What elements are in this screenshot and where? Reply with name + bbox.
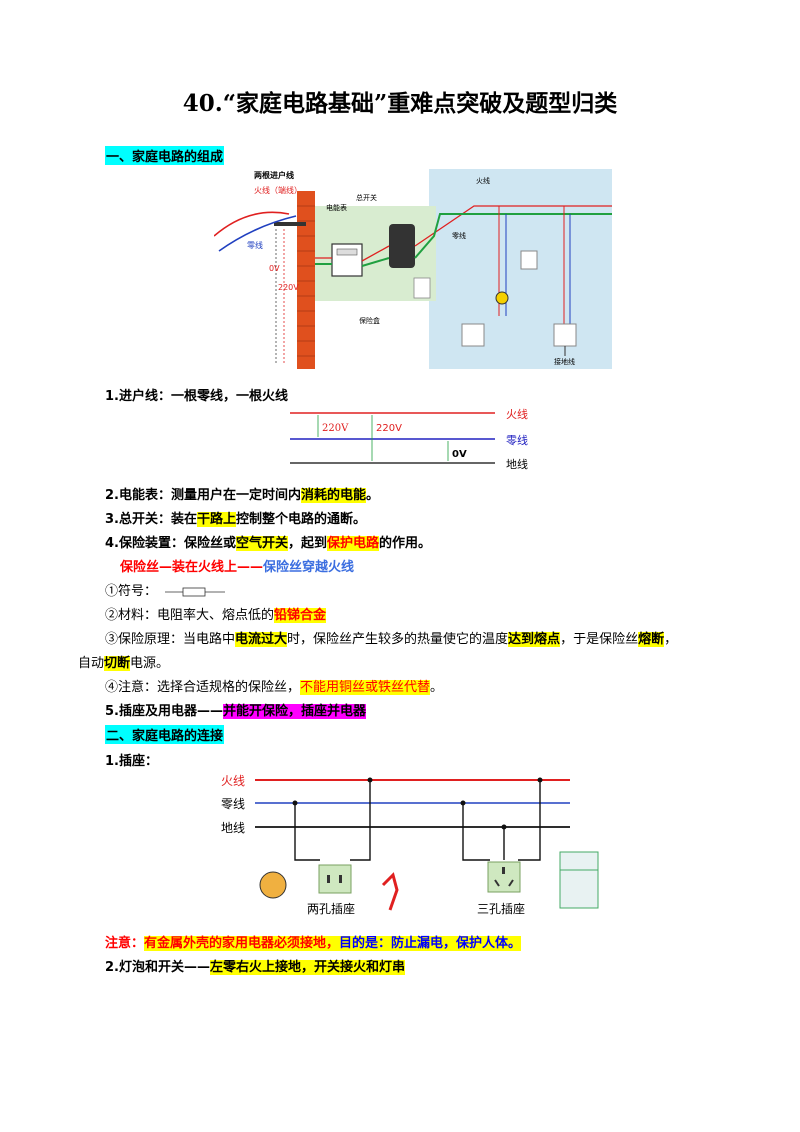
item-sockets-appliances: 5.插座及用电器——并能开保险，插座并电器: [105, 704, 366, 719]
item-entry-wires: 1.进户线：一根零线，一根火线: [105, 389, 288, 404]
zero-label: 零线: [221, 797, 245, 811]
item-energy-meter: 2.电能表：测量用户在一定时间内消耗的电能。: [105, 488, 380, 503]
zero-line-label: 零线: [506, 433, 528, 447]
fire-label: 火线: [221, 774, 245, 788]
voltage-zero-ground: 0V: [452, 449, 467, 460]
page-title: 40.“家庭电路基础”重难点突破及题型归类: [182, 90, 618, 117]
fire-wire-label: 火线（端线）: [254, 185, 302, 195]
fuse-symbol-line: ①符号：: [105, 580, 226, 599]
socket-wiring-figure: 火线 零线 地线 两孔插座 三孔插座: [221, 774, 599, 916]
three-hole-socket-icon: [487, 861, 521, 893]
incoming-fire-wire: [214, 211, 290, 237]
two-hole-socket-label: 两孔插座: [307, 901, 355, 916]
item-main-switch: 3.总开关：装在干路上控制整个电路的通断。: [105, 512, 367, 527]
main-switch-label: 总开关: [356, 193, 377, 202]
lamp-icon: [381, 872, 399, 911]
fuse-material: ②材料：电阻率大、熔点低的铅锑合金: [105, 608, 327, 623]
note-grounding: 注意：有金属外壳的家用电器必须接地，目的是：防止漏电，保护人体。: [105, 936, 522, 951]
sub-heading-bulb-switch: 2.灯泡和开关——左零右火上接地，开关接火和灯串: [105, 960, 405, 975]
insulator-bracket: [274, 222, 306, 226]
fuse-symbol-icon: [165, 587, 226, 596]
voltage-fire-zero: 220V: [322, 423, 349, 434]
section-heading-1: 一、家庭电路的组成: [105, 146, 225, 165]
section-heading-2: 二、家庭电路的连接: [105, 725, 225, 744]
three-hole-socket-label: 三孔插座: [477, 901, 525, 916]
fan-icon: [259, 871, 287, 899]
220-volt-label: 220V: [278, 283, 299, 292]
neutral-wire-label: 零线: [247, 240, 263, 250]
socket-icon: [461, 323, 485, 347]
fuse-principle-cont: 自动切断电源。: [78, 656, 170, 671]
fuse-box-icon: [413, 277, 431, 299]
two-hole-socket-icon: [318, 864, 352, 894]
room-fire-label: 火线: [476, 176, 490, 185]
main-switch-icon: [389, 224, 415, 268]
voltage-fire-ground: 220V: [376, 423, 402, 434]
circuit-composition-figure: 两根进户线 火线（端线） 零线 0V 220V 电能表 总开关 保险盒 火线 零…: [214, 169, 612, 369]
switch-icon: [520, 250, 538, 270]
fuse-rule: 保险丝—装在火线上——保险丝穿越火线: [120, 560, 355, 575]
brick-wall: [297, 191, 315, 369]
socket-icon-2: [553, 323, 577, 347]
incoming-neutral-wire: [218, 215, 297, 252]
sub-heading-sockets: 1.插座：: [105, 754, 158, 769]
meter-label: 电能表: [326, 203, 347, 212]
fuse-principle: ③保险原理：当电路中电流过大时，保险丝产生较多的热量使它的温度达到熔点，于是保险…: [105, 632, 678, 647]
fuse-box-label: 保险盒: [359, 316, 380, 325]
item-protection-device: 4.保险装置：保险丝或空气开关，起到保护电路的作用。: [105, 536, 432, 551]
entry-wires-label: 两根进户线: [254, 170, 294, 180]
line-voltage-figure: 220V 220V 0V 火线 零线 地线: [290, 407, 528, 471]
ground-line-label: 地线: [506, 457, 528, 471]
fuse-note: ④注意：选择合适规格的保险丝，不能用铜丝或铁丝代替。: [105, 680, 444, 695]
zero-volt-label: 0V: [269, 264, 280, 273]
light-bulb-icon: [495, 291, 509, 305]
room-zero-label: 零线: [452, 231, 466, 240]
fridge-icon: [559, 851, 599, 909]
ground-label: 地线: [221, 821, 245, 835]
fire-line-label: 火线: [506, 407, 528, 421]
ground-wire-label: 接地线: [554, 357, 575, 366]
